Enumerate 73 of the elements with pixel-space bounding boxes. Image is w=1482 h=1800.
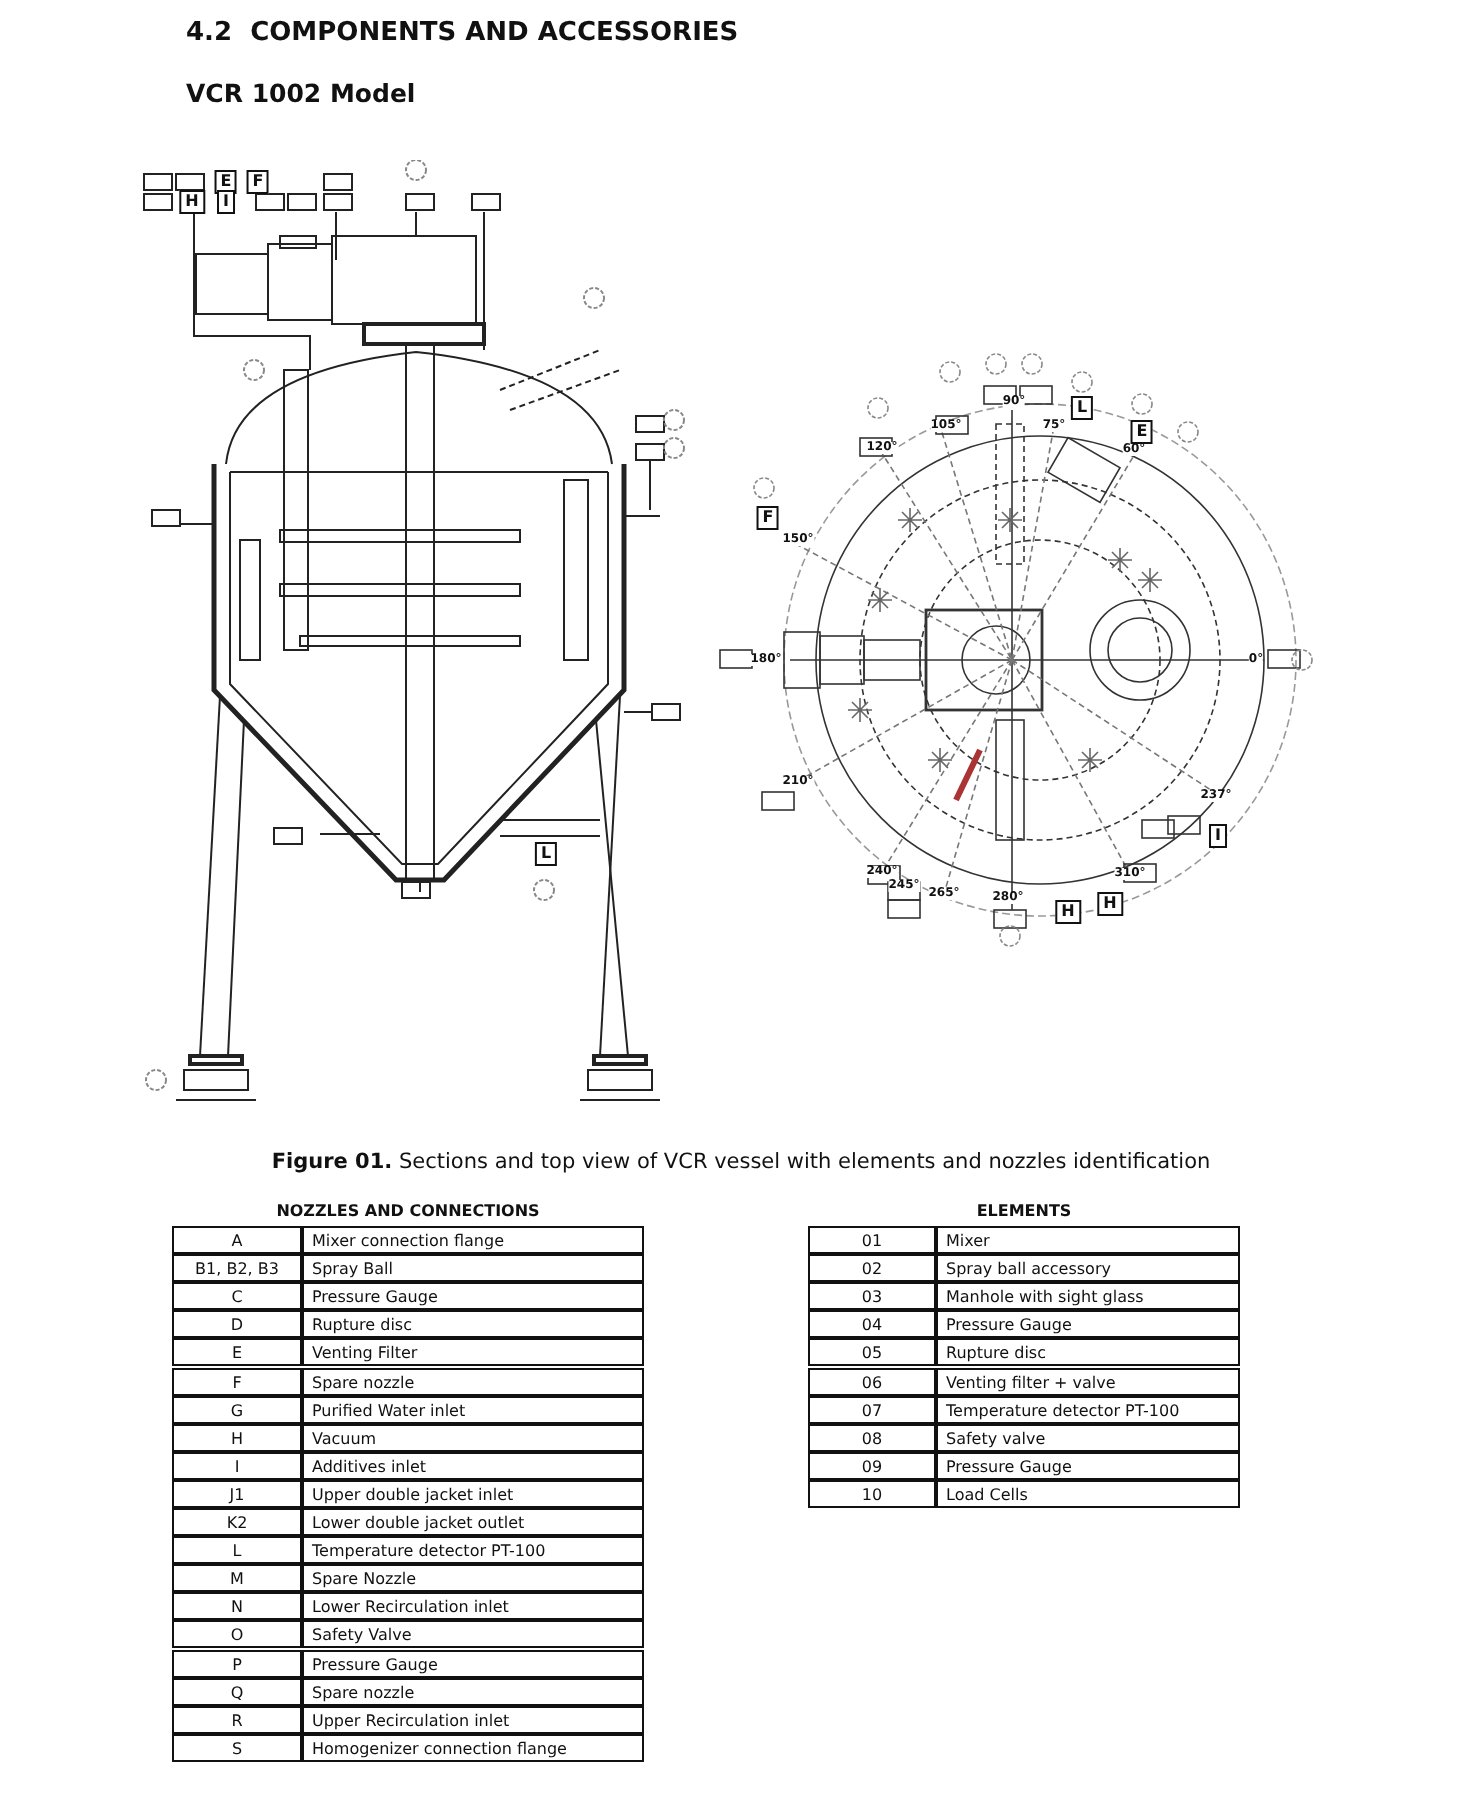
tag-label: E: [1130, 420, 1154, 444]
table-cell: Spare nozzle: [302, 1367, 644, 1396]
table-cell: Pressure Gauge: [936, 1451, 1240, 1480]
table-cell: Mixer connection flange: [302, 1226, 644, 1255]
table-cell: C: [172, 1282, 302, 1311]
table-cell: F: [172, 1367, 302, 1396]
tag-label: I: [217, 190, 235, 214]
table-cell: Vacuum: [302, 1423, 644, 1452]
tag-label: H: [179, 190, 205, 214]
table-cell: 06: [808, 1367, 936, 1396]
table-cell: K2: [172, 1508, 302, 1537]
table-cell: Spare nozzle: [302, 1677, 644, 1706]
table-cell: Rupture disc: [936, 1338, 1240, 1367]
table-cell: Safety Valve: [302, 1620, 644, 1649]
table-cell: O: [172, 1620, 302, 1649]
tag-label: H: [1097, 892, 1123, 916]
tag-label: F: [246, 170, 270, 194]
table-cell: Lower double jacket outlet: [302, 1508, 644, 1537]
table-cell: R: [172, 1705, 302, 1734]
table-cell: S: [172, 1733, 302, 1762]
table-cell: Q: [172, 1677, 302, 1706]
table-cell: Upper Recirculation inlet: [302, 1705, 644, 1734]
table-cell: Temperature detector PT-100: [302, 1536, 644, 1565]
table-cell: Temperature detector PT-100: [936, 1395, 1240, 1424]
table-cell: 01: [808, 1226, 936, 1255]
tag-label: L: [1070, 396, 1094, 420]
table-cell: Additives inlet: [302, 1451, 644, 1480]
table-cell: G: [172, 1395, 302, 1424]
table-cell: L: [172, 1536, 302, 1565]
table-cell: M: [172, 1564, 302, 1593]
table-cell: H: [172, 1423, 302, 1452]
table-cell: 02: [808, 1254, 936, 1283]
table-cell: Venting filter + valve: [936, 1367, 1240, 1396]
tag-label: L: [534, 842, 558, 866]
table-cell: 07: [808, 1395, 936, 1424]
table-cell: D: [172, 1310, 302, 1339]
table-cell: Upper double jacket inlet: [302, 1479, 644, 1508]
table-cell: 05: [808, 1338, 936, 1367]
table-cell: Safety valve: [936, 1423, 1240, 1452]
table-cell: Pressure Gauge: [302, 1649, 644, 1678]
table-cell: P: [172, 1649, 302, 1678]
table-cell: Mixer: [936, 1226, 1240, 1255]
table-cell: N: [172, 1592, 302, 1621]
tag-label: H: [1055, 900, 1081, 924]
table-cell: 08: [808, 1423, 936, 1452]
table-cell: Homogenizer connection flange: [302, 1733, 644, 1762]
table-cell: I: [172, 1451, 302, 1480]
table-cell: Venting Filter: [302, 1338, 644, 1367]
table-cell: Spray Ball: [302, 1254, 644, 1283]
table-cell: Pressure Gauge: [302, 1282, 644, 1311]
table-cell: Rupture disc: [302, 1310, 644, 1339]
figure-caption: Figure 01. Sections and top view of VCR vessel with elements and nozzles identification: [269, 1150, 1213, 1174]
tag-label: I: [1209, 824, 1227, 848]
table-cell: B1, B2, B3: [172, 1254, 302, 1283]
table-cell: Load Cells: [936, 1479, 1240, 1508]
table-cell: 03: [808, 1282, 936, 1311]
table-heading: ELEMENTS: [974, 1202, 1074, 1220]
table-cell: Purified Water inlet: [302, 1395, 644, 1424]
table-cell: 04: [808, 1310, 936, 1339]
table-cell: J1: [172, 1479, 302, 1508]
section-title: 4.2 COMPONENTS AND ACCESSORIES: [186, 18, 739, 48]
model-subtitle: VCR 1002 Model: [186, 78, 416, 108]
table-cell: Spray ball accessory: [936, 1254, 1240, 1283]
table-cell: 09: [808, 1451, 936, 1480]
table-cell: A: [172, 1226, 302, 1255]
table-cell: Lower Recirculation inlet: [302, 1592, 644, 1621]
table-cell: Pressure Gauge: [936, 1310, 1240, 1339]
tag-label: F: [756, 506, 780, 530]
table-heading: NOZZLES AND CONNECTIONS: [274, 1202, 542, 1220]
table-cell: E: [172, 1338, 302, 1367]
table-cell: 10: [808, 1479, 936, 1508]
table-cell: Manhole with sight glass: [936, 1282, 1240, 1311]
table-cell: Spare Nozzle: [302, 1564, 644, 1593]
